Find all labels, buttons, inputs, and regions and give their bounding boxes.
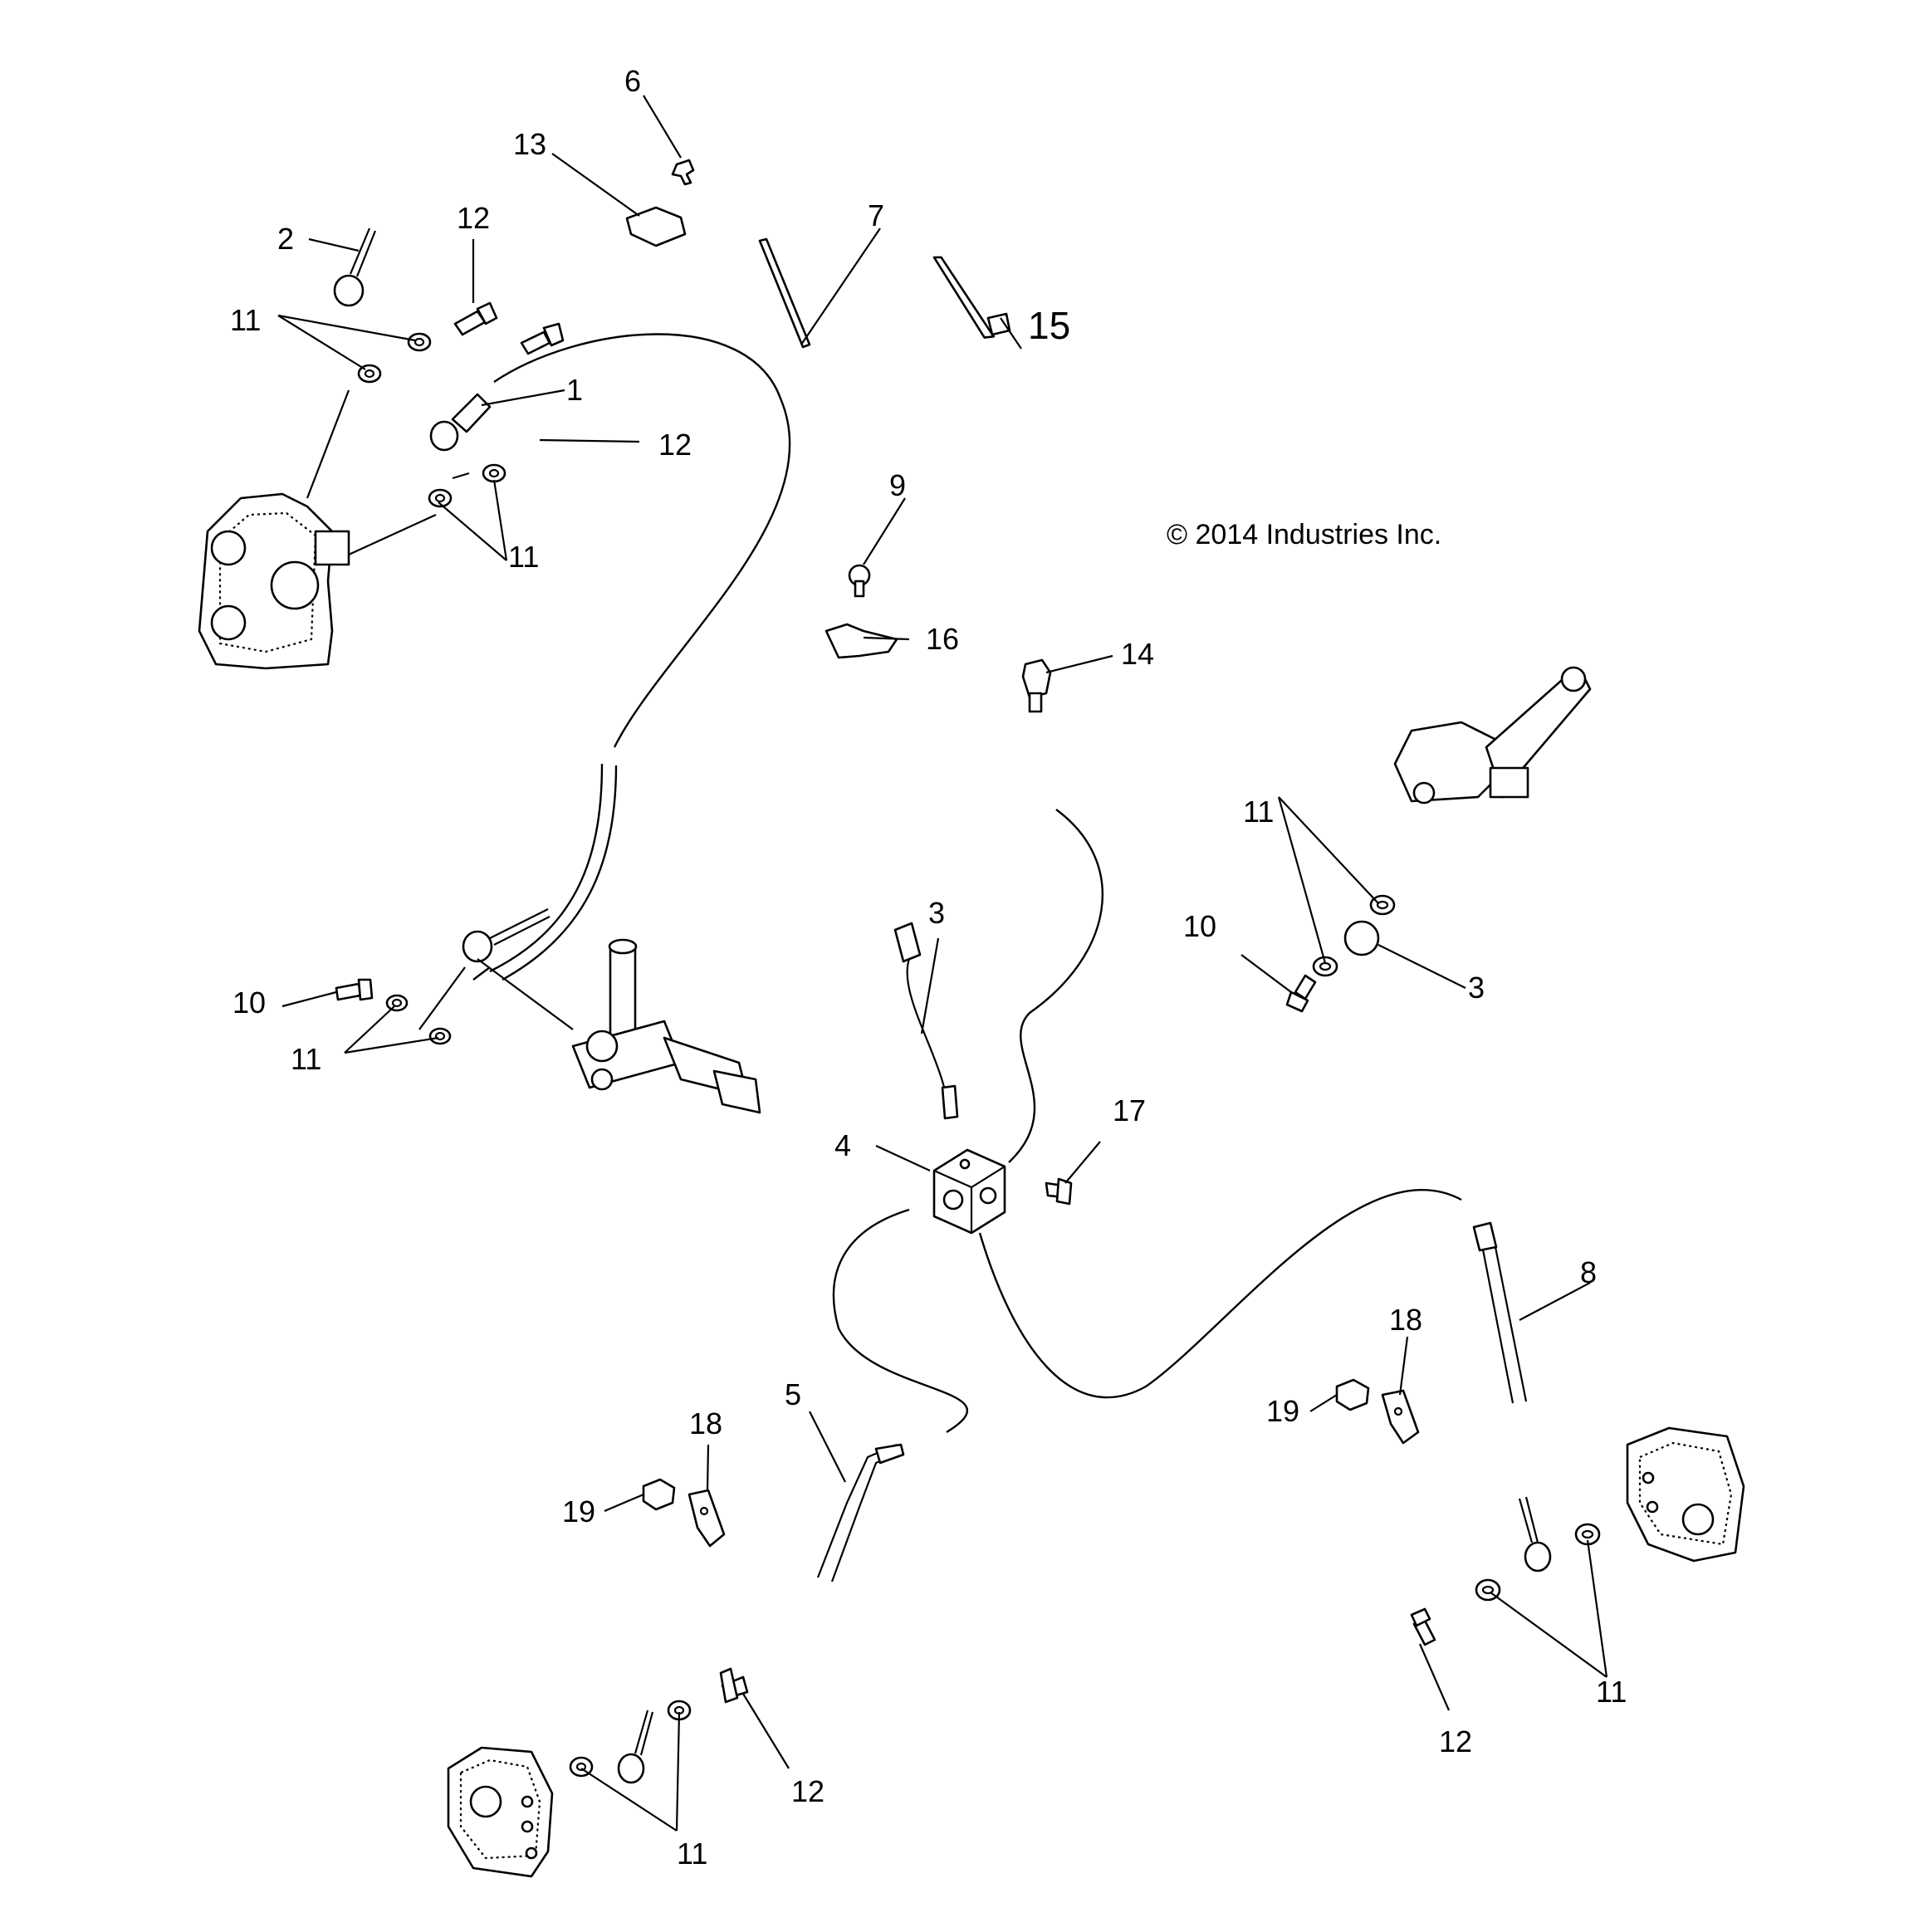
callout-12-b: 12 bbox=[658, 428, 692, 462]
brake-line-3 bbox=[893, 922, 922, 963]
rear-master-cylinder bbox=[571, 938, 761, 1114]
callout-2: 2 bbox=[277, 222, 294, 256]
callout-11-e: 11 bbox=[677, 1837, 707, 1871]
callout-1: 1 bbox=[566, 373, 583, 407]
callout-5: 5 bbox=[785, 1377, 801, 1411]
callout-11-b: 11 bbox=[508, 540, 539, 574]
callout-10-a: 10 bbox=[232, 986, 266, 1020]
front-right-caliper bbox=[1626, 1426, 1745, 1563]
callout-15: 15 bbox=[1028, 304, 1070, 347]
callout-12-top: 12 bbox=[457, 201, 490, 235]
banjo-bolts bbox=[335, 301, 1436, 1704]
callout-10-b: 10 bbox=[1183, 909, 1216, 943]
sealing-washers bbox=[357, 332, 1601, 1778]
callout-8: 8 bbox=[1580, 1255, 1597, 1289]
cable-tie-7 bbox=[758, 237, 811, 349]
callout-13: 13 bbox=[513, 127, 546, 161]
callout-11-a: 11 bbox=[230, 303, 261, 337]
banjo-fitting-master bbox=[462, 930, 493, 963]
callout-3-a: 3 bbox=[928, 896, 945, 930]
callout-14: 14 bbox=[1121, 637, 1154, 671]
nut-19-left bbox=[642, 1478, 676, 1511]
banjo-fitting-2 bbox=[333, 274, 365, 307]
cable-tie-15 bbox=[932, 256, 996, 339]
callout-9: 9 bbox=[889, 468, 906, 502]
brake-hose-right-master bbox=[1008, 809, 1104, 1163]
callout-17: 17 bbox=[1113, 1093, 1146, 1127]
screw-6 bbox=[671, 159, 695, 186]
nut-19-right bbox=[1335, 1378, 1370, 1411]
bracket-18-left bbox=[688, 1489, 726, 1548]
hose-clamp-13 bbox=[625, 206, 687, 247]
callout-11-d: 11 bbox=[291, 1042, 321, 1076]
brake-hose-upper bbox=[493, 333, 791, 748]
callout-labels: 6 13 2 12 7 15 11 1 12 11 9 © 2014 Indus… bbox=[230, 64, 1627, 1871]
callout-4: 4 bbox=[834, 1128, 851, 1162]
bracket-18-right bbox=[1381, 1389, 1420, 1445]
callout-11-f: 11 bbox=[1596, 1675, 1627, 1709]
brake-hose-lower bbox=[489, 763, 604, 973]
banjo-fitting-1 bbox=[429, 420, 459, 452]
fitting-14 bbox=[1021, 658, 1052, 699]
callout-7: 7 bbox=[868, 198, 884, 232]
callout-18-b: 18 bbox=[1389, 1303, 1422, 1337]
callout-3-b: 3 bbox=[1468, 971, 1485, 1005]
callout-19-b: 19 bbox=[1266, 1394, 1299, 1428]
brake-line-8 bbox=[1480, 1242, 1528, 1404]
rear-caliper bbox=[198, 492, 350, 670]
callout-16: 16 bbox=[926, 622, 959, 656]
clip-16 bbox=[825, 623, 898, 659]
callout-18-a: 18 bbox=[689, 1406, 722, 1440]
brake-hose-front-left bbox=[832, 1208, 969, 1434]
hardware bbox=[333, 159, 1601, 1784]
copyright-notice: © 2014 Industries Inc. bbox=[1167, 519, 1441, 550]
callout-19-a: 19 bbox=[562, 1494, 595, 1528]
front-left-caliper bbox=[447, 1746, 554, 1878]
brake-hoses bbox=[472, 333, 1462, 1434]
callout-12-c: 12 bbox=[791, 1774, 825, 1808]
callout-6: 6 bbox=[624, 64, 641, 98]
front-master-cylinder bbox=[1393, 666, 1592, 805]
callout-11-c: 11 bbox=[1243, 795, 1274, 829]
leader-lines bbox=[277, 95, 1608, 1832]
callout-12-d: 12 bbox=[1439, 1724, 1472, 1758]
brake-hose-front-right bbox=[978, 1188, 1462, 1399]
brake-line-5 bbox=[816, 1443, 902, 1582]
banjo-fitting-3 bbox=[1343, 920, 1380, 956]
brake-junction-block bbox=[932, 1148, 1006, 1235]
